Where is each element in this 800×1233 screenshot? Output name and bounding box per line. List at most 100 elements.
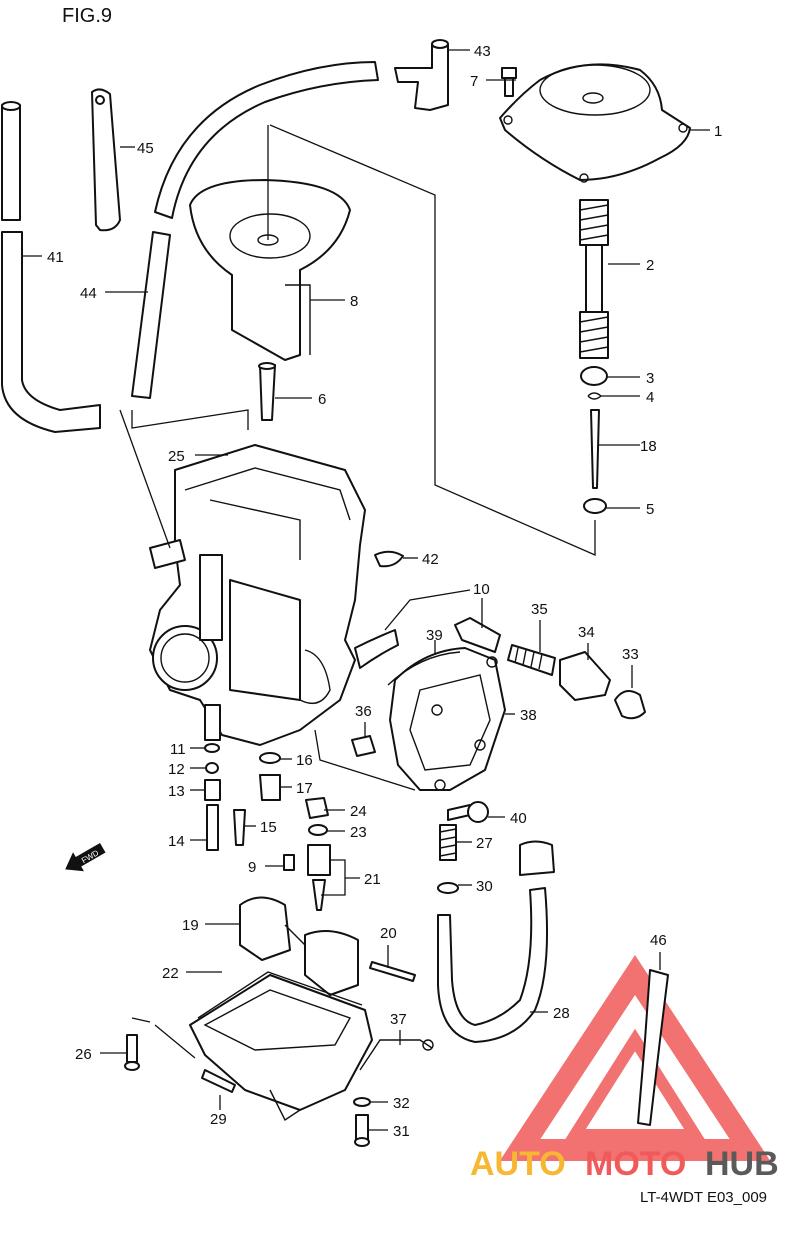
callout-41: 41 — [47, 249, 64, 266]
callout-2: 2 — [646, 257, 654, 274]
callout-5: 5 — [646, 501, 654, 518]
drawing-code: LT-4WDT E03_009 — [640, 1189, 767, 1206]
hose-44 — [131, 61, 379, 399]
callout-7: 7 — [470, 73, 478, 90]
callout-13: 13 — [168, 783, 185, 800]
gasket-22 — [197, 971, 363, 1019]
callout-24: 24 — [350, 803, 367, 820]
callout-11: 11 — [170, 741, 186, 758]
callout-18: 18 — [640, 438, 657, 455]
jet-holder-17 — [259, 774, 281, 801]
callout-25: 25 — [168, 448, 185, 465]
watermark-word-moto: MOTO — [585, 1145, 686, 1183]
callout-9: 9 — [248, 859, 256, 876]
callout-34: 34 — [578, 624, 595, 641]
leader-lines — [22, 49, 710, 1131]
spring-seat-3 — [580, 366, 608, 386]
clamp-45 — [91, 88, 121, 232]
screw-31 — [354, 1114, 370, 1147]
callout-30: 30 — [476, 878, 493, 895]
callout-27: 27 — [476, 835, 493, 852]
callout-4: 4 — [646, 389, 654, 406]
callout-37: 37 — [390, 1011, 407, 1028]
cap-24 — [305, 797, 329, 819]
callout-31: 31 — [393, 1123, 410, 1140]
callout-40: 40 — [510, 810, 527, 827]
spring-13 — [204, 779, 221, 801]
watermark-logo — [499, 954, 771, 1161]
screw-26 — [124, 1034, 140, 1071]
callout-3: 3 — [646, 370, 654, 387]
cap-33 — [614, 690, 646, 720]
figure-label: FIG.9 — [62, 5, 112, 27]
main-jet-21 — [307, 844, 331, 911]
hose-41 — [1, 101, 101, 433]
callout-16: 16 — [296, 752, 313, 769]
callout-14: 14 — [168, 833, 185, 850]
clip-4 — [587, 392, 603, 400]
washer-11 — [204, 743, 220, 753]
float-19 — [239, 896, 359, 996]
cover-38 — [389, 647, 506, 791]
callout-15: 15 — [260, 819, 277, 836]
callout-10: 10 — [473, 581, 490, 598]
watermark-word-auto: AUTO — [470, 1145, 566, 1183]
callout-19: 19 — [182, 917, 199, 934]
bolt-40 — [447, 801, 489, 823]
washer-42 — [374, 550, 404, 568]
float-bowl-body — [189, 974, 373, 1122]
callout-20: 20 — [380, 925, 397, 942]
watermark-word-hub: HUB — [705, 1145, 779, 1183]
callout-12: 12 — [168, 761, 185, 778]
needle-jet-6 — [258, 362, 276, 421]
callout-35: 35 — [531, 601, 548, 618]
callout-38: 38 — [520, 707, 537, 724]
spring-27 — [439, 824, 457, 861]
bracket-37 — [359, 1039, 434, 1071]
callout-42: 42 — [422, 551, 439, 568]
cable-28 — [437, 840, 555, 1043]
gasket-39 — [387, 651, 461, 686]
callout-29: 29 — [210, 1111, 227, 1128]
callout-23: 23 — [350, 824, 367, 841]
diaphragm-8 — [189, 179, 351, 361]
washer-5 — [583, 498, 607, 514]
jet-needle-18 — [590, 409, 600, 489]
callout-8: 8 — [350, 293, 358, 310]
callout-6: 6 — [318, 391, 326, 408]
sleeve-36 — [351, 735, 376, 757]
callout-numbers: 1 2 3 4 5 6 7 8 9 10 11 12 13 14 15 16 1… — [47, 43, 722, 1140]
plunger-34 — [559, 651, 611, 701]
callout-22: 22 — [162, 965, 179, 982]
watermark-triangle-inner — [564, 1028, 706, 1141]
screw-9 — [283, 854, 295, 871]
callout-46: 46 — [650, 932, 667, 949]
pilot-screw-14 — [206, 804, 219, 851]
washer-30 — [437, 882, 459, 894]
callout-39: 39 — [426, 627, 443, 644]
t-joint-43 — [394, 39, 449, 111]
watermark-triangle-outer — [499, 954, 771, 1161]
carburetor-body — [149, 444, 399, 746]
callout-32: 32 — [393, 1095, 410, 1112]
screw-7 — [501, 67, 517, 97]
top-cap-1 — [499, 63, 691, 183]
callout-28: 28 — [553, 1005, 570, 1022]
callout-45: 45 — [137, 140, 154, 157]
callout-33: 33 — [622, 646, 639, 663]
fwd-arrow: FWD — [65, 842, 106, 872]
callout-44: 44 — [80, 285, 97, 302]
callout-21: 21 — [364, 871, 381, 888]
choke-valve-10 — [454, 617, 501, 653]
screw-29 — [201, 1069, 236, 1093]
callout-1: 1 — [714, 123, 722, 140]
float-pin-20 — [369, 961, 416, 982]
callout-17: 17 — [296, 780, 313, 797]
spring-2 — [579, 199, 609, 359]
callout-43: 43 — [474, 43, 491, 60]
pilot-jet-15 — [233, 809, 246, 846]
washer-23 — [308, 824, 328, 836]
washer-16 — [259, 752, 281, 764]
bracket-46 — [637, 969, 669, 1126]
